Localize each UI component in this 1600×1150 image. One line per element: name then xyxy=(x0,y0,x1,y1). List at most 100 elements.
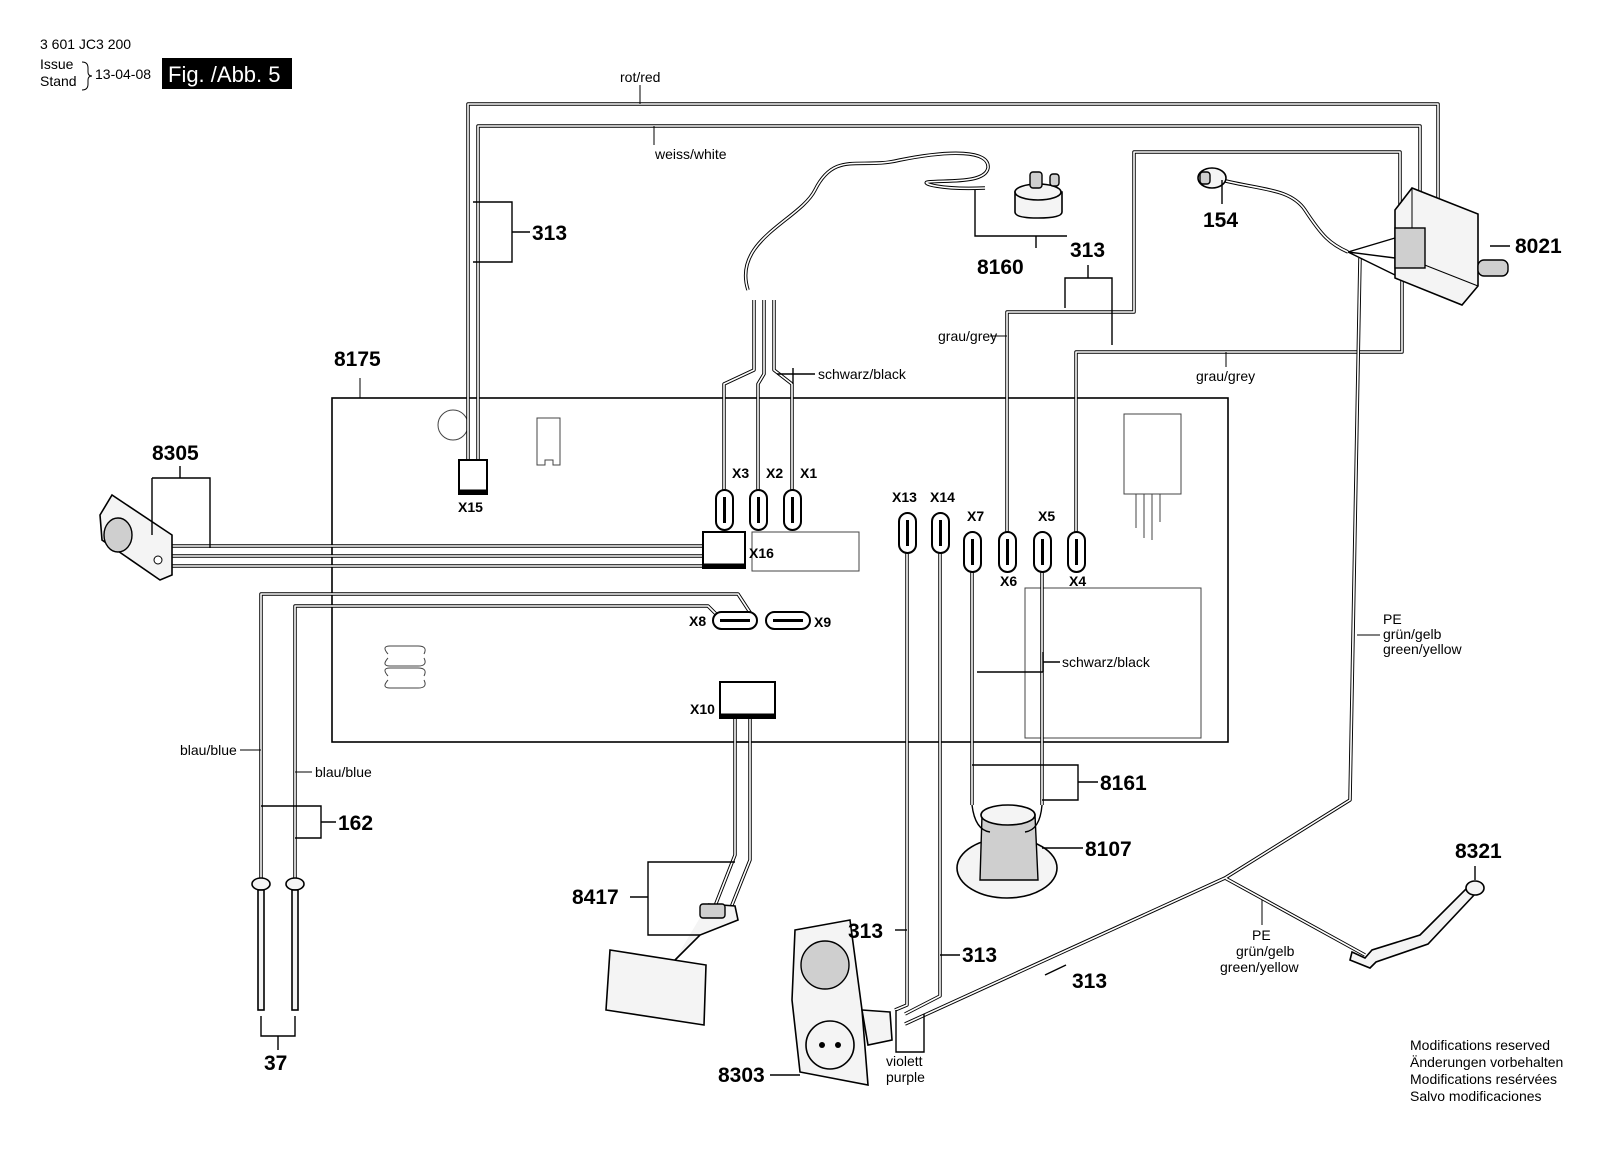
part-313-top-left: 313 xyxy=(532,222,567,245)
label-pe-right-3: green/yellow xyxy=(1383,641,1462,657)
part-313-bottom-b: 313 xyxy=(962,944,997,967)
note-es: Salvo modificaciones xyxy=(1410,1088,1542,1104)
switch-8021-icon xyxy=(1394,187,1509,306)
figure-label: Fig. /Abb. 5 xyxy=(168,62,281,87)
part-8175: 8175 xyxy=(334,348,381,371)
header-brace xyxy=(81,61,93,91)
potentiometer-8305-icon xyxy=(99,493,173,581)
label-black-mid: schwarz/black xyxy=(1062,654,1151,670)
x10-connector xyxy=(719,681,776,719)
plug-154-icon xyxy=(1197,167,1227,189)
x1-terminal xyxy=(783,489,802,531)
note-en: Modifications reserved xyxy=(1410,1037,1550,1053)
x8-terminal xyxy=(712,611,758,630)
part-313-bottom-c: 313 xyxy=(1072,970,1107,993)
issue-date: 13-04-08 xyxy=(95,66,151,82)
label-x8: X8 xyxy=(689,613,706,629)
issue-label: Issue xyxy=(40,56,74,72)
pcb-8175 xyxy=(331,378,1229,743)
ground-strap-8321-icon xyxy=(1349,880,1485,969)
pad-8417-icon xyxy=(605,903,739,1026)
x13-terminal xyxy=(898,512,917,554)
label-pe-right-2: grün/gelb xyxy=(1383,626,1442,642)
label-x13: X13 xyxy=(892,489,917,505)
label-x1: X1 xyxy=(800,465,817,481)
pcb-relay xyxy=(1123,413,1182,495)
x6-terminal xyxy=(998,531,1017,573)
x14-terminal xyxy=(931,512,950,554)
pcb-slot xyxy=(536,417,561,466)
label-x6: X6 xyxy=(1000,573,1017,589)
wire-red xyxy=(466,102,1440,474)
label-pe-bottom-2: grün/gelb xyxy=(1236,943,1295,959)
label-grey-right: grau/grey xyxy=(1196,368,1255,384)
label-black-top: schwarz/black xyxy=(818,366,907,382)
part-313-bottom-a: 313 xyxy=(848,920,883,943)
label-blue-left: blau/blue xyxy=(180,742,237,758)
x3-terminal xyxy=(715,489,734,531)
note-fr: Modifications resérvées xyxy=(1410,1071,1557,1087)
sensor-8160-icon xyxy=(1014,171,1063,219)
wire-blue-left xyxy=(259,592,757,880)
figure-label-box xyxy=(162,58,292,89)
part-8160: 8160 xyxy=(977,256,1024,279)
label-grey-left: grau/grey xyxy=(938,328,997,344)
part-37: 37 xyxy=(264,1052,287,1075)
part-8417: 8417 xyxy=(572,886,619,909)
socket-8303-icon xyxy=(791,919,893,1086)
pcb-mount-hole xyxy=(437,409,469,441)
pcb-loop-2 xyxy=(384,667,426,689)
pcb-outline xyxy=(331,397,1229,743)
motor-8107-icon xyxy=(956,804,1058,899)
wire-8417 xyxy=(713,718,737,907)
label-x9: X9 xyxy=(814,614,831,630)
x15-connector xyxy=(458,459,488,495)
part-8305: 8305 xyxy=(152,442,199,465)
x5-terminal xyxy=(1033,531,1052,573)
footer-notes: Modifications reserved Änderungen vorbeh… xyxy=(1410,1037,1563,1104)
label-x4: X4 xyxy=(1069,573,1086,589)
label-x3: X3 xyxy=(732,465,749,481)
part-number: 3 601 JC3 200 xyxy=(40,36,131,52)
label-violet-2: purple xyxy=(886,1069,925,1085)
x16-connector xyxy=(702,531,746,569)
label-x14: X14 xyxy=(930,489,955,505)
wire-grey-right xyxy=(1074,270,1404,538)
terminals xyxy=(458,459,1086,719)
part-162: 162 xyxy=(338,812,373,835)
label-x10: X10 xyxy=(690,701,715,717)
part-8321: 8321 xyxy=(1455,840,1502,863)
wire-labels: rot/red weiss/white grau/grey grau/grey … xyxy=(180,69,1462,1085)
label-pe-right-1: PE xyxy=(1383,611,1402,627)
label-violet-1: violett xyxy=(886,1053,923,1069)
label-x5: X5 xyxy=(1038,508,1055,524)
wires xyxy=(172,102,1440,1026)
part-313-top-right: 313 xyxy=(1070,239,1105,262)
label-pe-bottom-1: PE xyxy=(1252,927,1271,943)
label-red: rot/red xyxy=(620,69,660,85)
label-x2: X2 xyxy=(766,465,783,481)
wire-sensor xyxy=(722,300,756,490)
wire-x13 xyxy=(894,552,909,1012)
x2-terminal xyxy=(749,489,768,531)
x16-outline xyxy=(751,531,860,572)
label-pe-bottom-3: green/yellow xyxy=(1220,959,1299,975)
header: 3 601 JC3 200 Issue Stand 13-04-08 Fig. … xyxy=(40,36,292,91)
part-154: 154 xyxy=(1203,209,1238,232)
callout-lines xyxy=(151,180,1510,1076)
note-de: Änderungen vorbehalten xyxy=(1410,1054,1563,1070)
label-x7: X7 xyxy=(967,508,984,524)
pcb-relay-pins xyxy=(1135,494,1161,540)
pcb-loop-1 xyxy=(384,645,426,667)
part-number-labels: 313 313 154 8021 8160 8175 8305 162 37 8… xyxy=(152,209,1562,1087)
label-blue-right: blau/blue xyxy=(315,764,372,780)
wire-blue-right xyxy=(293,604,724,880)
wire-x14 xyxy=(904,552,942,1016)
stand-label: Stand xyxy=(40,73,77,89)
wire-white xyxy=(476,124,1422,474)
label-x16: X16 xyxy=(749,545,774,561)
part-8021: 8021 xyxy=(1515,235,1562,258)
components xyxy=(99,167,1509,1086)
heating-element-37-icon xyxy=(251,877,305,1011)
